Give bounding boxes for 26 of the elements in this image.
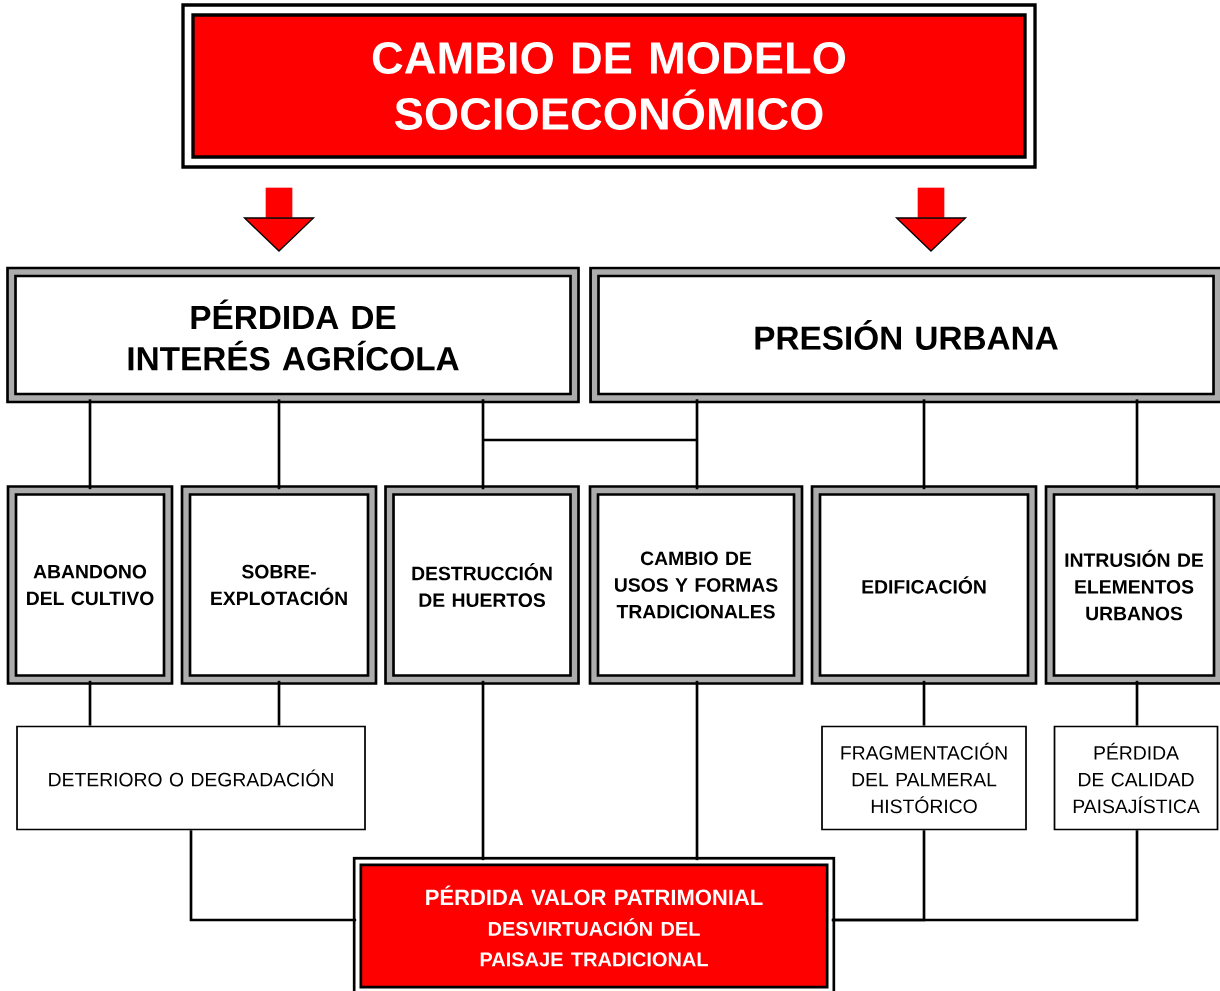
cause-box: DESTRUCCIÓN DE HUERTOS	[384, 485, 580, 685]
connector-line	[277, 680, 281, 726]
title-box: CAMBIO DE MODELO SOCIOECONÓMICO	[181, 3, 1037, 169]
cause-box: ABANDONO DEL CULTIVO	[6, 485, 174, 685]
result-box: PÉRDIDA VALOR PATRIMONIAL DESVIRTUACIÓN DEL PAISAJE TRADICIONAL	[352, 856, 836, 991]
cause-box: SOBRE-EXPLOTACIÓN	[180, 485, 378, 685]
connector-line	[695, 680, 699, 861]
category-box: PRESIÓN URBANA	[589, 266, 1220, 404]
connector-line	[922, 399, 926, 490]
connector-line	[922, 680, 926, 726]
connector-line	[481, 398, 699, 491]
effect-box: FRAGMENTACIÓN DEL PALMERAL HISTÓRICO	[821, 725, 1027, 831]
connector-line	[1135, 399, 1139, 490]
effect-box: PÉRDIDA DE CALIDAD PAISAJÍSTICA	[1053, 725, 1219, 831]
connector-line	[88, 680, 92, 726]
connector-line	[277, 399, 281, 490]
cause-box: INTRUSIÓN DE ELEMENTOS URBANOS	[1044, 485, 1220, 685]
connector-line	[831, 830, 1139, 922]
connector-line	[1135, 680, 1139, 726]
connector-line	[481, 680, 485, 861]
category-box: PÉRDIDA DE INTERÉS AGRÍCOLA	[6, 266, 580, 404]
connector-line	[189, 830, 357, 922]
cause-box: CAMBIO DE USOS Y FORMAS TRADICIONALES	[588, 485, 804, 685]
connector-line	[88, 399, 92, 490]
cause-box: EDIFICACIÓN	[810, 485, 1038, 685]
effect-box: DETERIORO O DEGRADACIÓN	[16, 725, 366, 831]
